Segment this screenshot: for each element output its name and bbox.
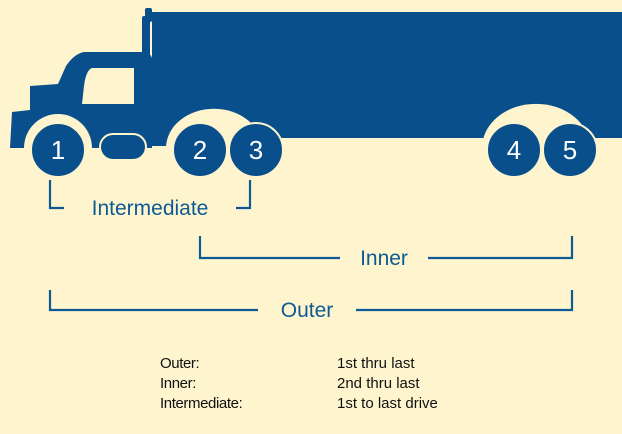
axle-number: 2 xyxy=(193,135,207,165)
inner-bracket xyxy=(198,236,574,260)
axle-2-wheel: 2 xyxy=(172,122,228,178)
outer-label: Outer xyxy=(281,299,334,322)
axle-number: 3 xyxy=(249,135,263,165)
legend-row: Intermediate: 1st to last drive xyxy=(160,394,520,414)
axle-1-wheel: 1 xyxy=(30,122,86,178)
axle-3-wheel: 3 xyxy=(228,122,284,178)
legend-description: 2nd thru last xyxy=(337,375,420,392)
intermediate-label: Intermediate xyxy=(92,197,209,220)
axle-number: 1 xyxy=(51,135,65,165)
legend-term: Inner: xyxy=(160,375,196,392)
inner-label: Inner xyxy=(360,247,408,270)
cab-window xyxy=(82,68,134,104)
axle-number: 4 xyxy=(507,135,521,165)
axle-5-wheel: 5 xyxy=(542,122,598,178)
legend-table: Outer: 1st thru last Inner: 2nd thru las… xyxy=(160,354,520,414)
outer-bracket xyxy=(48,290,574,312)
axle-4-wheel: 4 xyxy=(486,122,542,178)
legend-description: 1st thru last xyxy=(337,355,415,372)
legend-term: Outer: xyxy=(160,355,200,372)
legend-term: Intermediate: xyxy=(160,395,243,412)
legend-description: 1st to last drive xyxy=(337,395,438,412)
truck-axle-diagram: 1 2 3 4 5 Intermediate Inner Outer xyxy=(10,8,622,322)
intermediate-bracket xyxy=(48,180,252,210)
axle-number: 5 xyxy=(563,135,577,165)
legend-row: Outer: 1st thru last xyxy=(160,354,520,374)
fuel-tank xyxy=(99,133,147,161)
legend-row: Inner: 2nd thru last xyxy=(160,374,520,394)
